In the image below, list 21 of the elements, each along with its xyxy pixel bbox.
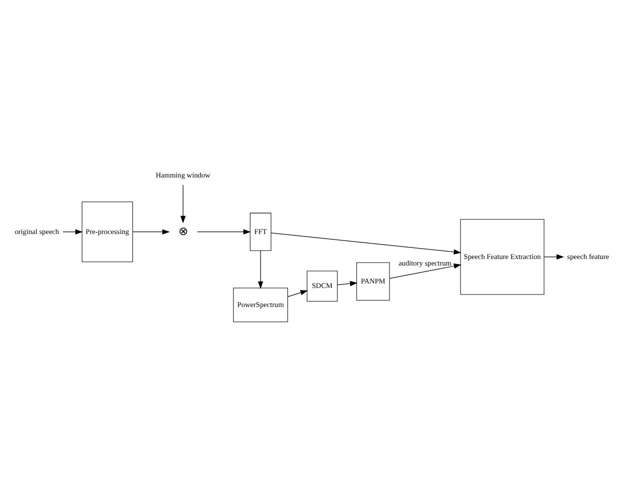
node-text: Hamming window	[156, 170, 210, 180]
arrow	[544, 254, 564, 260]
node-box: PANPM	[356, 262, 390, 300]
arrow	[196, 229, 251, 234]
arrow	[389, 263, 462, 279]
node-text: ⊗	[178, 226, 188, 238]
node-box: SDCM	[306, 270, 338, 302]
node-box: FFT	[250, 212, 272, 251]
arrow	[180, 184, 186, 224]
node-box: PowerSpectrum	[233, 288, 288, 322]
arrow	[288, 290, 308, 297]
arrow	[337, 280, 358, 286]
arrow	[62, 229, 83, 234]
node-text: speech feature	[567, 252, 610, 261]
node-box: Pre-processing	[82, 202, 133, 262]
arrow	[132, 229, 170, 234]
node-box: Speech Feature Extraction	[460, 219, 544, 295]
edge-label: auditory spectrum	[398, 258, 452, 268]
arrow	[270, 232, 462, 255]
arrow	[258, 250, 264, 289]
node-text: original speech	[14, 226, 60, 236]
